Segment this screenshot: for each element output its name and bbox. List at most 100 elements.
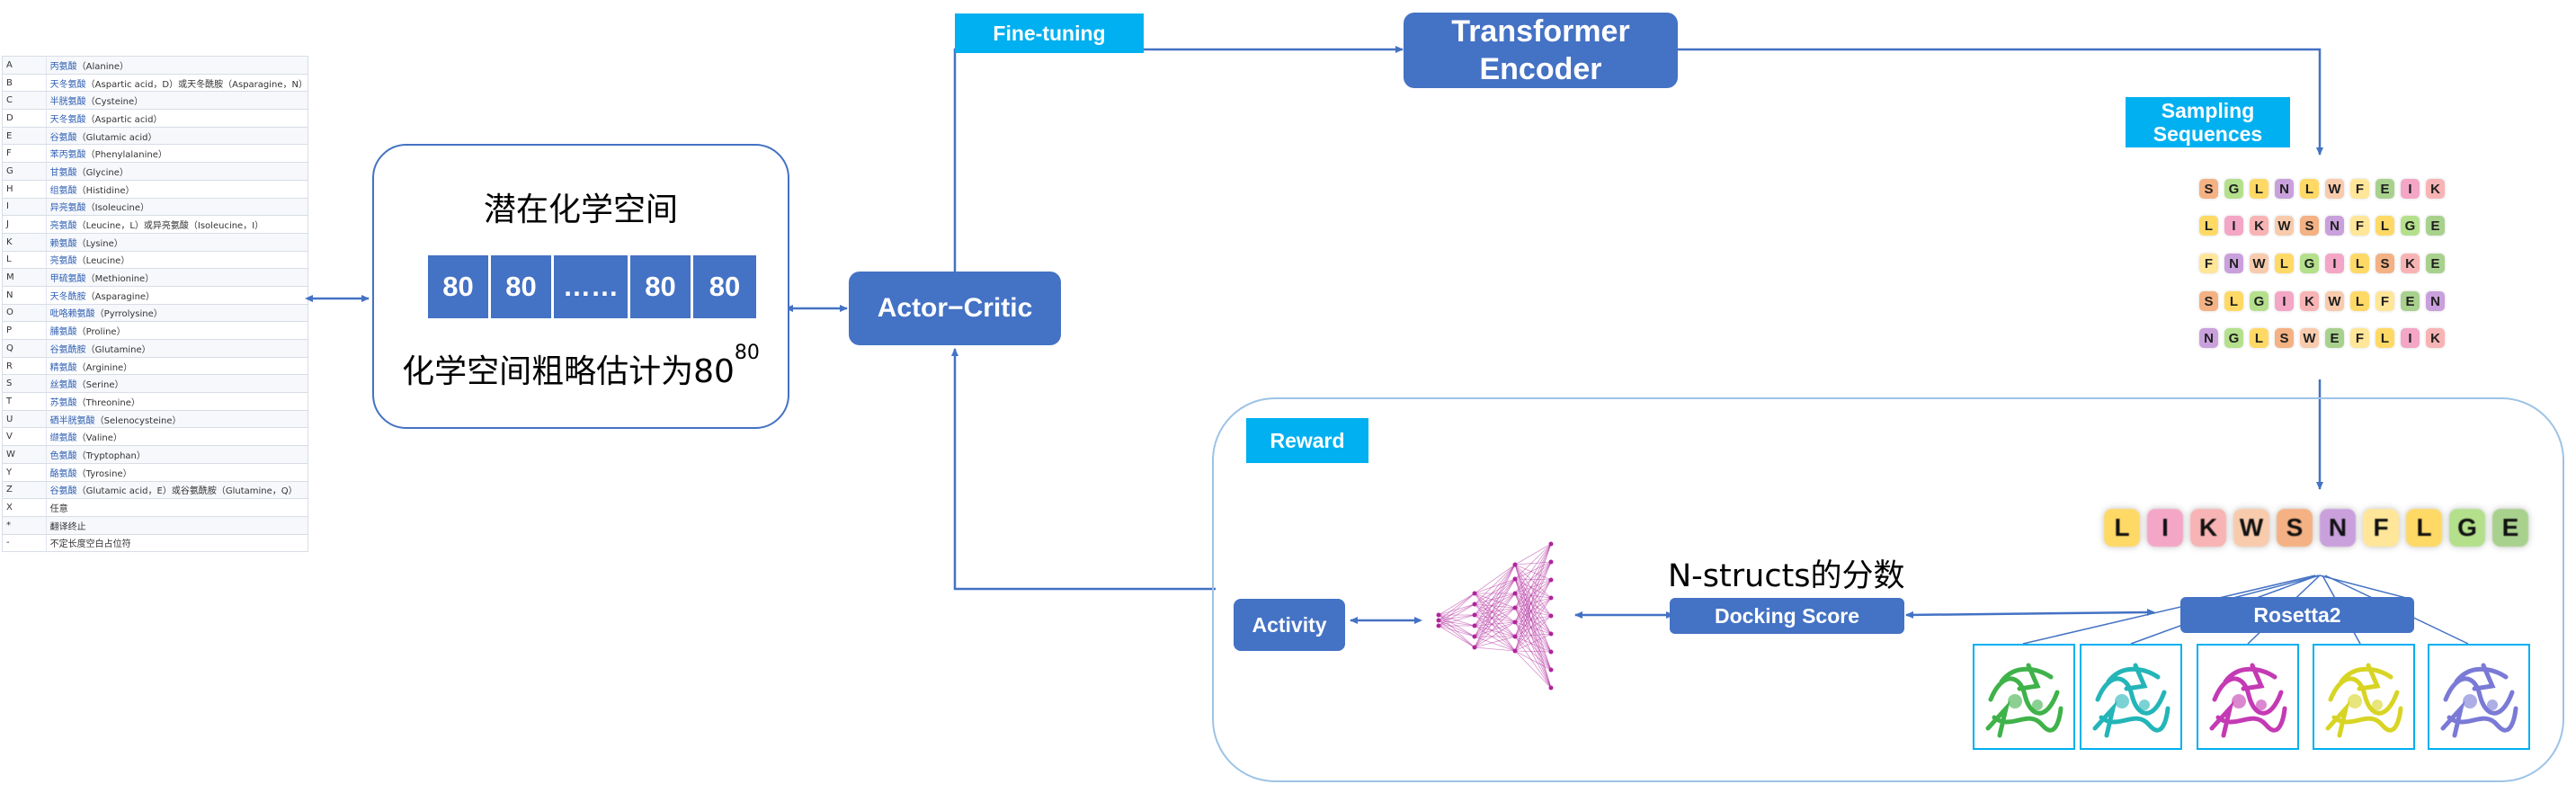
amino-acid-en: （Leucine，L）或异亮氨酸（Isoleucine，I）	[76, 221, 264, 232]
residue-tile: S	[2300, 216, 2319, 236]
network-node	[1512, 591, 1518, 596]
residue-tile: I	[2224, 216, 2243, 236]
residue-tile: N	[2199, 328, 2218, 348]
amino-acid-name: 色氨酸（Tryptophan）	[46, 445, 308, 464]
residue-tile: N	[2325, 216, 2344, 236]
residue-tile: E	[2426, 216, 2445, 236]
amino-acid-cn: 天冬氨酸	[49, 79, 86, 90]
protein-ribbon-icon	[2440, 663, 2518, 738]
protein-ribbon-icon	[1985, 663, 2063, 738]
reward-to-actor-link	[951, 348, 1216, 591]
amino-acid-cn: 组氨酸	[49, 185, 77, 196]
amino-acid-name: 亮氨酸（Leucine，L）或异亮氨酸（Isoleucine，I）	[46, 215, 308, 234]
latent-cell: 80	[630, 255, 693, 318]
residue-tile: K	[2426, 328, 2445, 348]
amino-acid-code: T	[2, 392, 47, 411]
amino-acid-code: M	[2, 268, 47, 287]
residue-tile: F	[2350, 216, 2369, 236]
amino-acid-en: （Glutamic acid，E）或谷氨酰胺（Glutamine，Q）	[76, 486, 298, 497]
amino-acid-cn: 丙氨酸	[49, 61, 77, 72]
network-edge	[1438, 619, 1475, 648]
amino-acid-code: J	[2, 215, 47, 234]
rosetta-docking-link	[1905, 609, 2155, 619]
latent-space-title: 潜在化学空间	[483, 192, 678, 228]
network-node	[1512, 605, 1518, 610]
amino-acid-code: X	[2, 498, 47, 517]
network-node	[1548, 559, 1554, 565]
amino-acid-en: （Phenylalanine）	[85, 150, 167, 161]
amino-acid-cn: 甘氨酸	[49, 167, 77, 178]
amino-acid-cn: 缬氨酸	[49, 433, 77, 444]
amino-acid-en: （Tyrosine）	[76, 468, 132, 479]
amino-acid-name: 翻译终止	[46, 516, 308, 535]
amino-acid-name: 甘氨酸（Glycine）	[46, 162, 308, 181]
amino-acid-en: （Leucine）	[76, 256, 130, 267]
protein-structure-image	[1973, 644, 2075, 750]
residue-tile: N	[2275, 179, 2294, 199]
network-edge	[1474, 607, 1516, 637]
caption-exponent: 80	[734, 342, 760, 364]
residue-tile: S	[2199, 179, 2218, 199]
network-edge	[1474, 593, 1516, 637]
network-edge	[1514, 593, 1552, 599]
network-edge	[1474, 614, 1516, 652]
amino-acid-name: 酪氨酸（Tyrosine）	[46, 463, 308, 482]
network-edge	[1474, 564, 1516, 648]
amino-acid-code: O	[2, 304, 47, 323]
network-node	[1512, 648, 1518, 654]
activity-node: Activity	[1234, 599, 1345, 651]
network-edge	[1438, 593, 1475, 621]
network-node	[1436, 623, 1441, 628]
amino-acid-en: （Tryptophan）	[76, 450, 146, 461]
amino-acid-cn: 亮氨酸	[49, 221, 77, 232]
amino-acid-code: K	[2, 233, 47, 252]
network-edge	[1514, 597, 1552, 637]
network-node	[1548, 541, 1554, 547]
amino-acid-cn: 半胱氨酸	[49, 97, 86, 108]
amino-acid-row: *翻译终止	[2, 516, 308, 535]
network-edge	[1514, 543, 1552, 637]
latent-space-box: 潜在化学空间 80 80 …… 80 80 化学空间粗略估计为8080	[372, 144, 789, 429]
network-edge	[1514, 579, 1552, 609]
amino-acid-en: （Glutamic acid）	[76, 132, 157, 143]
network-node	[1472, 645, 1477, 650]
residue-tile: F	[2375, 291, 2394, 311]
residue-tile: E	[2325, 328, 2344, 348]
selected-residue-tile: I	[2147, 509, 2183, 547]
sampling-line2: Sequences	[2153, 122, 2263, 146]
amino-acid-name: 亮氨酸（Leucine）	[46, 251, 308, 270]
residue-tile: K	[2426, 179, 2445, 199]
network-edge	[1514, 578, 1552, 581]
transformer-encoder-node: Transformer Encoder	[1404, 13, 1678, 88]
network-edge	[1474, 564, 1516, 594]
residue-tile: L	[2275, 254, 2294, 273]
selected-residue-tile: L	[2406, 509, 2442, 547]
amino-acid-cn: 天冬酰胺	[49, 291, 86, 302]
network-node	[1548, 685, 1554, 691]
residue-tile: K	[2401, 254, 2420, 273]
amino-acid-en: 不定长度空白占位符	[49, 539, 131, 550]
residue-tile: W	[2275, 216, 2294, 236]
network-edge	[1474, 564, 1516, 605]
network-edge	[1514, 561, 1552, 637]
selected-residue-tile: L	[2104, 509, 2140, 547]
amino-acid-name: 不定长度空白占位符	[46, 534, 308, 553]
amino-acid-name: 赖氨酸（Lysine）	[46, 233, 308, 252]
amino-acid-cn: 丝氨酸	[49, 380, 77, 391]
residue-tile: W	[2300, 328, 2319, 348]
residue-tile: W	[2325, 291, 2344, 311]
